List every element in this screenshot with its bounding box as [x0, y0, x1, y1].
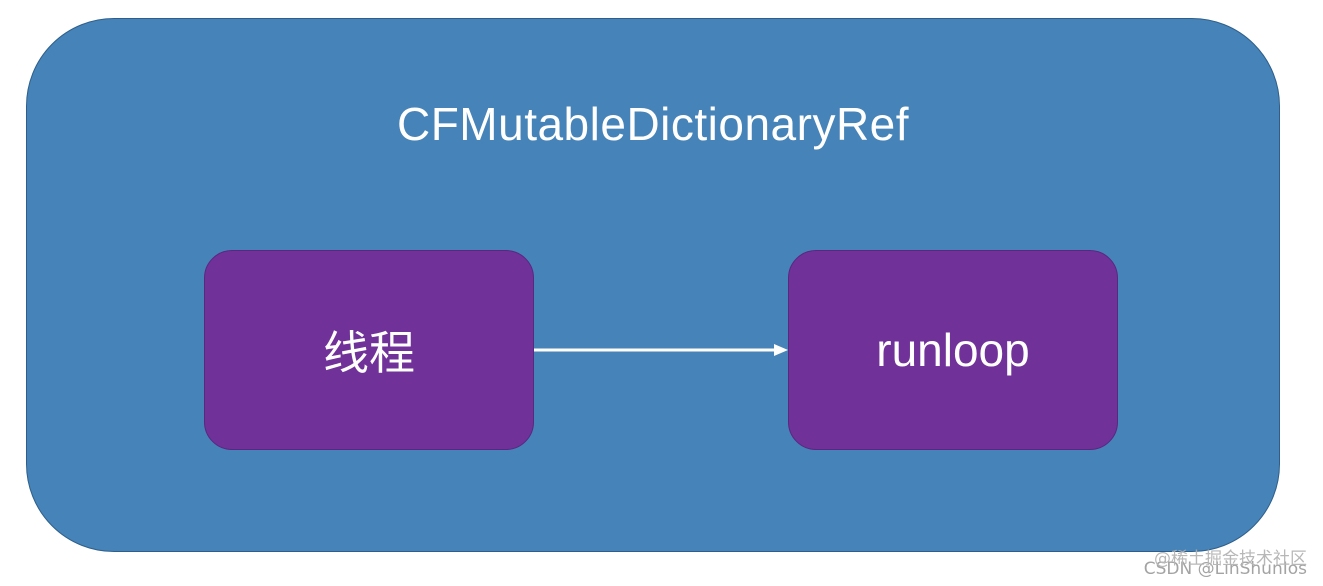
arrow-head [774, 344, 788, 356]
thread-node-label: 线程 [323, 326, 415, 380]
container-title: CFMutableDictionaryRef [396, 98, 910, 150]
thread-to-runloop-arrow [534, 344, 788, 356]
watermark-csdn: CSDN @LinShunIos [1143, 559, 1307, 579]
runloop-node: runloop [788, 250, 1118, 450]
runloop-node-label: runloop [876, 324, 1030, 376]
thread-node: 线程 [204, 250, 534, 450]
watermark-juejin: @稀土掘金技术社区 [1154, 549, 1307, 569]
watermark: @稀土掘金技术社区 CSDN @LinShunIos [1143, 551, 1307, 579]
